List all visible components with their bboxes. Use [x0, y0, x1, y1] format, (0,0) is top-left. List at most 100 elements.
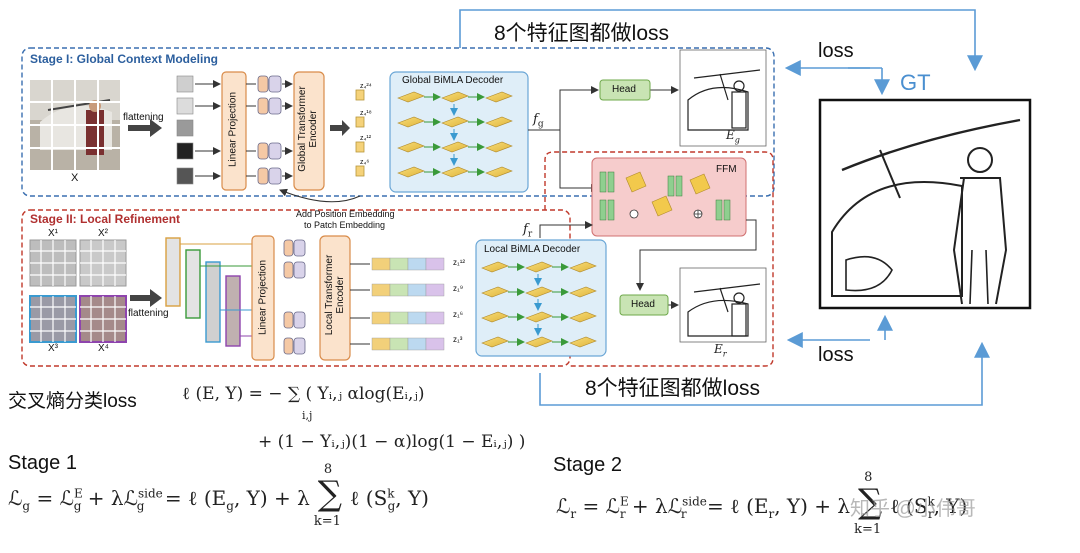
stage1-label: Stage 1 — [8, 452, 77, 474]
stage2-striped-tokens — [350, 257, 445, 351]
stage1-decoder-title: Global BiMLA Decoder — [402, 75, 504, 86]
stage2-crop-label-1: X² — [98, 228, 108, 239]
gt-label: GT — [900, 70, 931, 95]
stage2-crop-label-3: X⁴ — [98, 343, 109, 354]
stage2-token-0: z₁¹² — [453, 258, 466, 267]
stage1-decoder-box — [389, 71, 529, 193]
local-token-segment — [425, 337, 445, 351]
pos-embed-arc — [279, 188, 361, 203]
decoder-plate — [485, 91, 513, 103]
decoder-plate — [485, 116, 513, 128]
local-token-segment — [371, 257, 391, 271]
decoder-plate — [569, 336, 597, 348]
loss-bottom-label: loss — [818, 344, 854, 366]
stage2-output-label: Er — [714, 342, 727, 359]
stage2-token-1: z₁⁹ — [453, 284, 464, 293]
bottom-loss-connector — [539, 314, 990, 406]
stage1-encoder-box — [293, 71, 325, 191]
local-token-segment — [371, 337, 391, 351]
decoder-plate — [481, 311, 509, 323]
local-token-segment — [407, 337, 427, 351]
local-token-segment — [389, 337, 409, 351]
stage1-token-2: z₄¹² — [360, 135, 372, 142]
decoder-plate — [481, 336, 509, 348]
stage2-flatten-label: flattening — [128, 308, 169, 319]
decoder-plate — [481, 261, 509, 273]
stage2-crop-label-2: X³ — [48, 343, 58, 354]
decoder-plate — [525, 336, 553, 348]
stage1-output-edge-map — [679, 49, 767, 147]
decoder-plate — [397, 141, 425, 153]
stage2-head-box — [619, 294, 669, 316]
stage2-crop-label-0: X¹ — [48, 228, 58, 239]
stage2-flatten-arrow — [130, 289, 162, 307]
stage1-encoder-arrow — [330, 120, 350, 136]
ffm-label: FFM — [716, 164, 737, 175]
stage2-decoder-plates — [481, 261, 597, 348]
stage1-input-label: X — [71, 172, 79, 184]
stage2-box — [21, 209, 571, 367]
stage2-box-extension — [544, 151, 774, 367]
decoder-plate — [525, 261, 553, 273]
local-token-segment — [425, 257, 445, 271]
stage2-title: Stage II: Local Refinement — [30, 212, 181, 226]
ce-formula-line2: + (1 − Yᵢ,ⱼ)(1 − α)log(1 − Eᵢ,ⱼ) ) — [258, 432, 526, 452]
stage1-embedding-tokens — [257, 75, 282, 185]
stage1-head-label: Head — [612, 84, 636, 95]
decoder-plate — [485, 166, 513, 178]
decoder-plate — [397, 166, 425, 178]
stage1-head-box — [599, 79, 651, 101]
decoder-plate — [441, 166, 469, 178]
stage1-input-image — [30, 80, 120, 170]
decoder-plate — [525, 311, 553, 323]
ce-formula-sum-sub: i,j — [302, 409, 313, 422]
stage1-output-label: Eg — [726, 128, 740, 145]
stage1-token-0: z₄²⁴ — [360, 83, 372, 90]
decoder-plate — [569, 261, 597, 273]
local-token-segment — [389, 311, 409, 325]
ce-formula-line1: ℓ (E, Y) = − ∑ ( Yᵢ,ⱼ αlog(Eᵢ,ⱼ) — [182, 384, 425, 404]
decoder-plate — [441, 141, 469, 153]
decoder-plate — [525, 286, 553, 298]
local-token-segment — [389, 283, 409, 297]
watermark: 知乎 @小伟哥 — [850, 498, 976, 520]
stage1-box — [21, 47, 775, 197]
decoder-plate — [441, 91, 469, 103]
top-annotation: 8个特征图都做loss — [494, 22, 670, 45]
stage1-z-tokens — [355, 89, 365, 177]
local-token-segment — [371, 283, 391, 297]
stage1-flatten-label: flattening — [123, 112, 164, 123]
stage2-token-3: z₁³ — [453, 335, 463, 344]
top-loss-connector — [459, 9, 983, 96]
gt-edge-map — [818, 98, 1032, 310]
stage1-linear-projection-label: Linear Projection — [227, 91, 239, 168]
local-token-segment — [407, 283, 427, 297]
stage1-linear-projection-box — [221, 71, 247, 191]
decoder-plate — [485, 141, 513, 153]
local-token-segment — [407, 257, 427, 271]
stage2-decoder-title: Local BiMLA Decoder — [484, 244, 581, 255]
pos-embed-note-2: to Patch Embedding — [304, 220, 386, 230]
local-token-segment — [425, 283, 445, 297]
stage1-flatten-arrow — [128, 119, 162, 137]
decoder-plate — [397, 91, 425, 103]
decoder-plate — [397, 116, 425, 128]
stage2-encoder-box — [319, 235, 351, 361]
ce-loss-label: 交叉熵分类loss — [8, 391, 137, 412]
bottom-annotation: 8个特征图都做loss — [585, 377, 761, 400]
stage1-token-1: z₄¹⁸ — [360, 110, 372, 117]
local-token-segment — [371, 311, 391, 325]
ffm-conv-blocks — [599, 171, 731, 221]
stage2-encoder-label: Local Transformer Encoder — [324, 254, 346, 336]
local-token-segment — [389, 257, 409, 271]
stage1-decoder-plates — [397, 91, 513, 178]
stage2-feature-label: fr — [523, 222, 533, 240]
stage2-token-2: z₁⁶ — [453, 310, 463, 319]
loss-top-label: loss — [818, 40, 854, 62]
stage1-encoder-label: Global Transformer Encoder — [297, 86, 319, 172]
decoder-plate — [569, 311, 597, 323]
stage2-patch-columns — [165, 237, 241, 347]
